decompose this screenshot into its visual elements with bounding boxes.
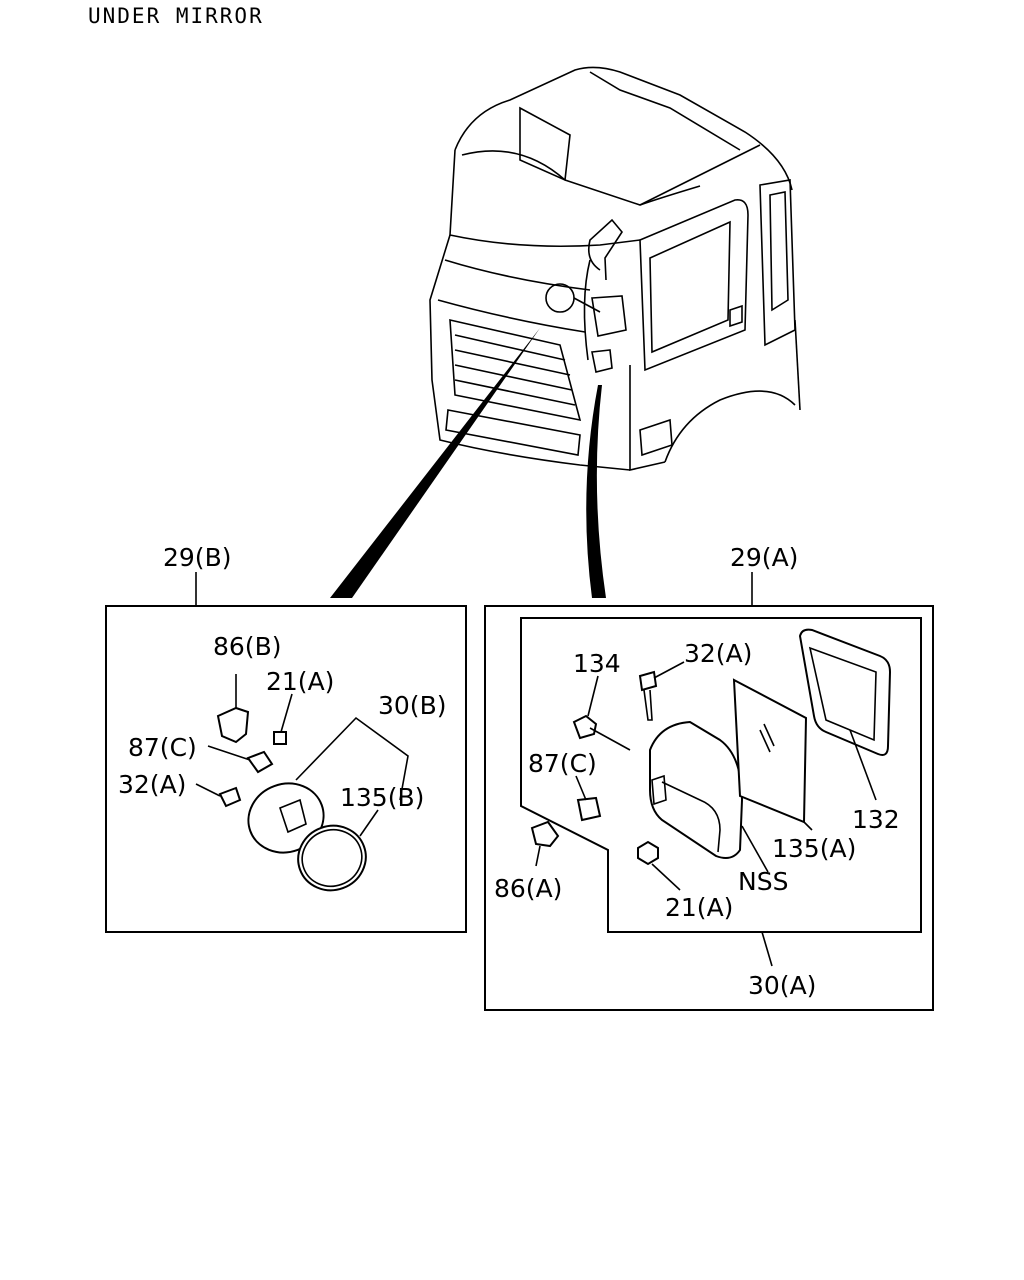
callout-29a: 29(A) <box>730 543 798 572</box>
truck-cab-illustration <box>429 66 801 472</box>
clip-87c-right <box>576 796 602 822</box>
bolt-32a <box>218 786 242 808</box>
round-mirror-30b <box>247 782 325 854</box>
screw-134 <box>572 714 598 740</box>
callout-32a: 32(A) <box>118 770 186 799</box>
callout-87c-right: 87(C) <box>528 749 597 778</box>
group-30a-frame <box>520 617 922 933</box>
group-29a-frame <box>484 605 934 1011</box>
page-title: UNDER MIRROR <box>88 4 264 28</box>
leader-wedge-b <box>330 328 540 598</box>
callout-nss: NSS <box>738 867 788 896</box>
callout-21a: 21(A) <box>266 667 334 696</box>
bolt-32a-right <box>638 670 658 692</box>
callout-132: 132 <box>852 805 900 834</box>
callout-134: 134 <box>573 649 621 678</box>
leader-wedge-a <box>586 385 606 598</box>
group-29a: 29(A) 134 32(A) 87(C) 86(A) NSS 21(A) <box>484 543 934 1011</box>
callout-30b: 30(B) <box>378 691 446 720</box>
callout-86b: 86(B) <box>213 632 281 661</box>
callout-87c: 87(C) <box>128 733 197 762</box>
frame-132 <box>798 628 892 756</box>
round-glass-135b <box>297 824 367 892</box>
callout-30a: 30(A) <box>748 971 816 1000</box>
group-29b: 29(B) 86(B) 21(A) 87(C) 32(A) 30(B) 135(… <box>105 543 467 933</box>
callout-21a-right: 21(A) <box>665 893 733 922</box>
callout-135b: 135(B) <box>340 783 424 812</box>
callout-32a-right: 32(A) <box>684 639 752 668</box>
bracket-86a <box>530 820 560 848</box>
mirror-housing <box>649 720 744 859</box>
callout-135a: 135(A) <box>772 834 856 863</box>
nut-21a-right <box>637 840 659 866</box>
bracket-86b <box>216 706 250 744</box>
group-29b-frame <box>105 605 467 933</box>
clip-87c <box>246 750 274 774</box>
callout-29b: 29(B) <box>163 543 231 572</box>
callout-86a: 86(A) <box>494 874 562 903</box>
nut-21a <box>273 731 287 745</box>
